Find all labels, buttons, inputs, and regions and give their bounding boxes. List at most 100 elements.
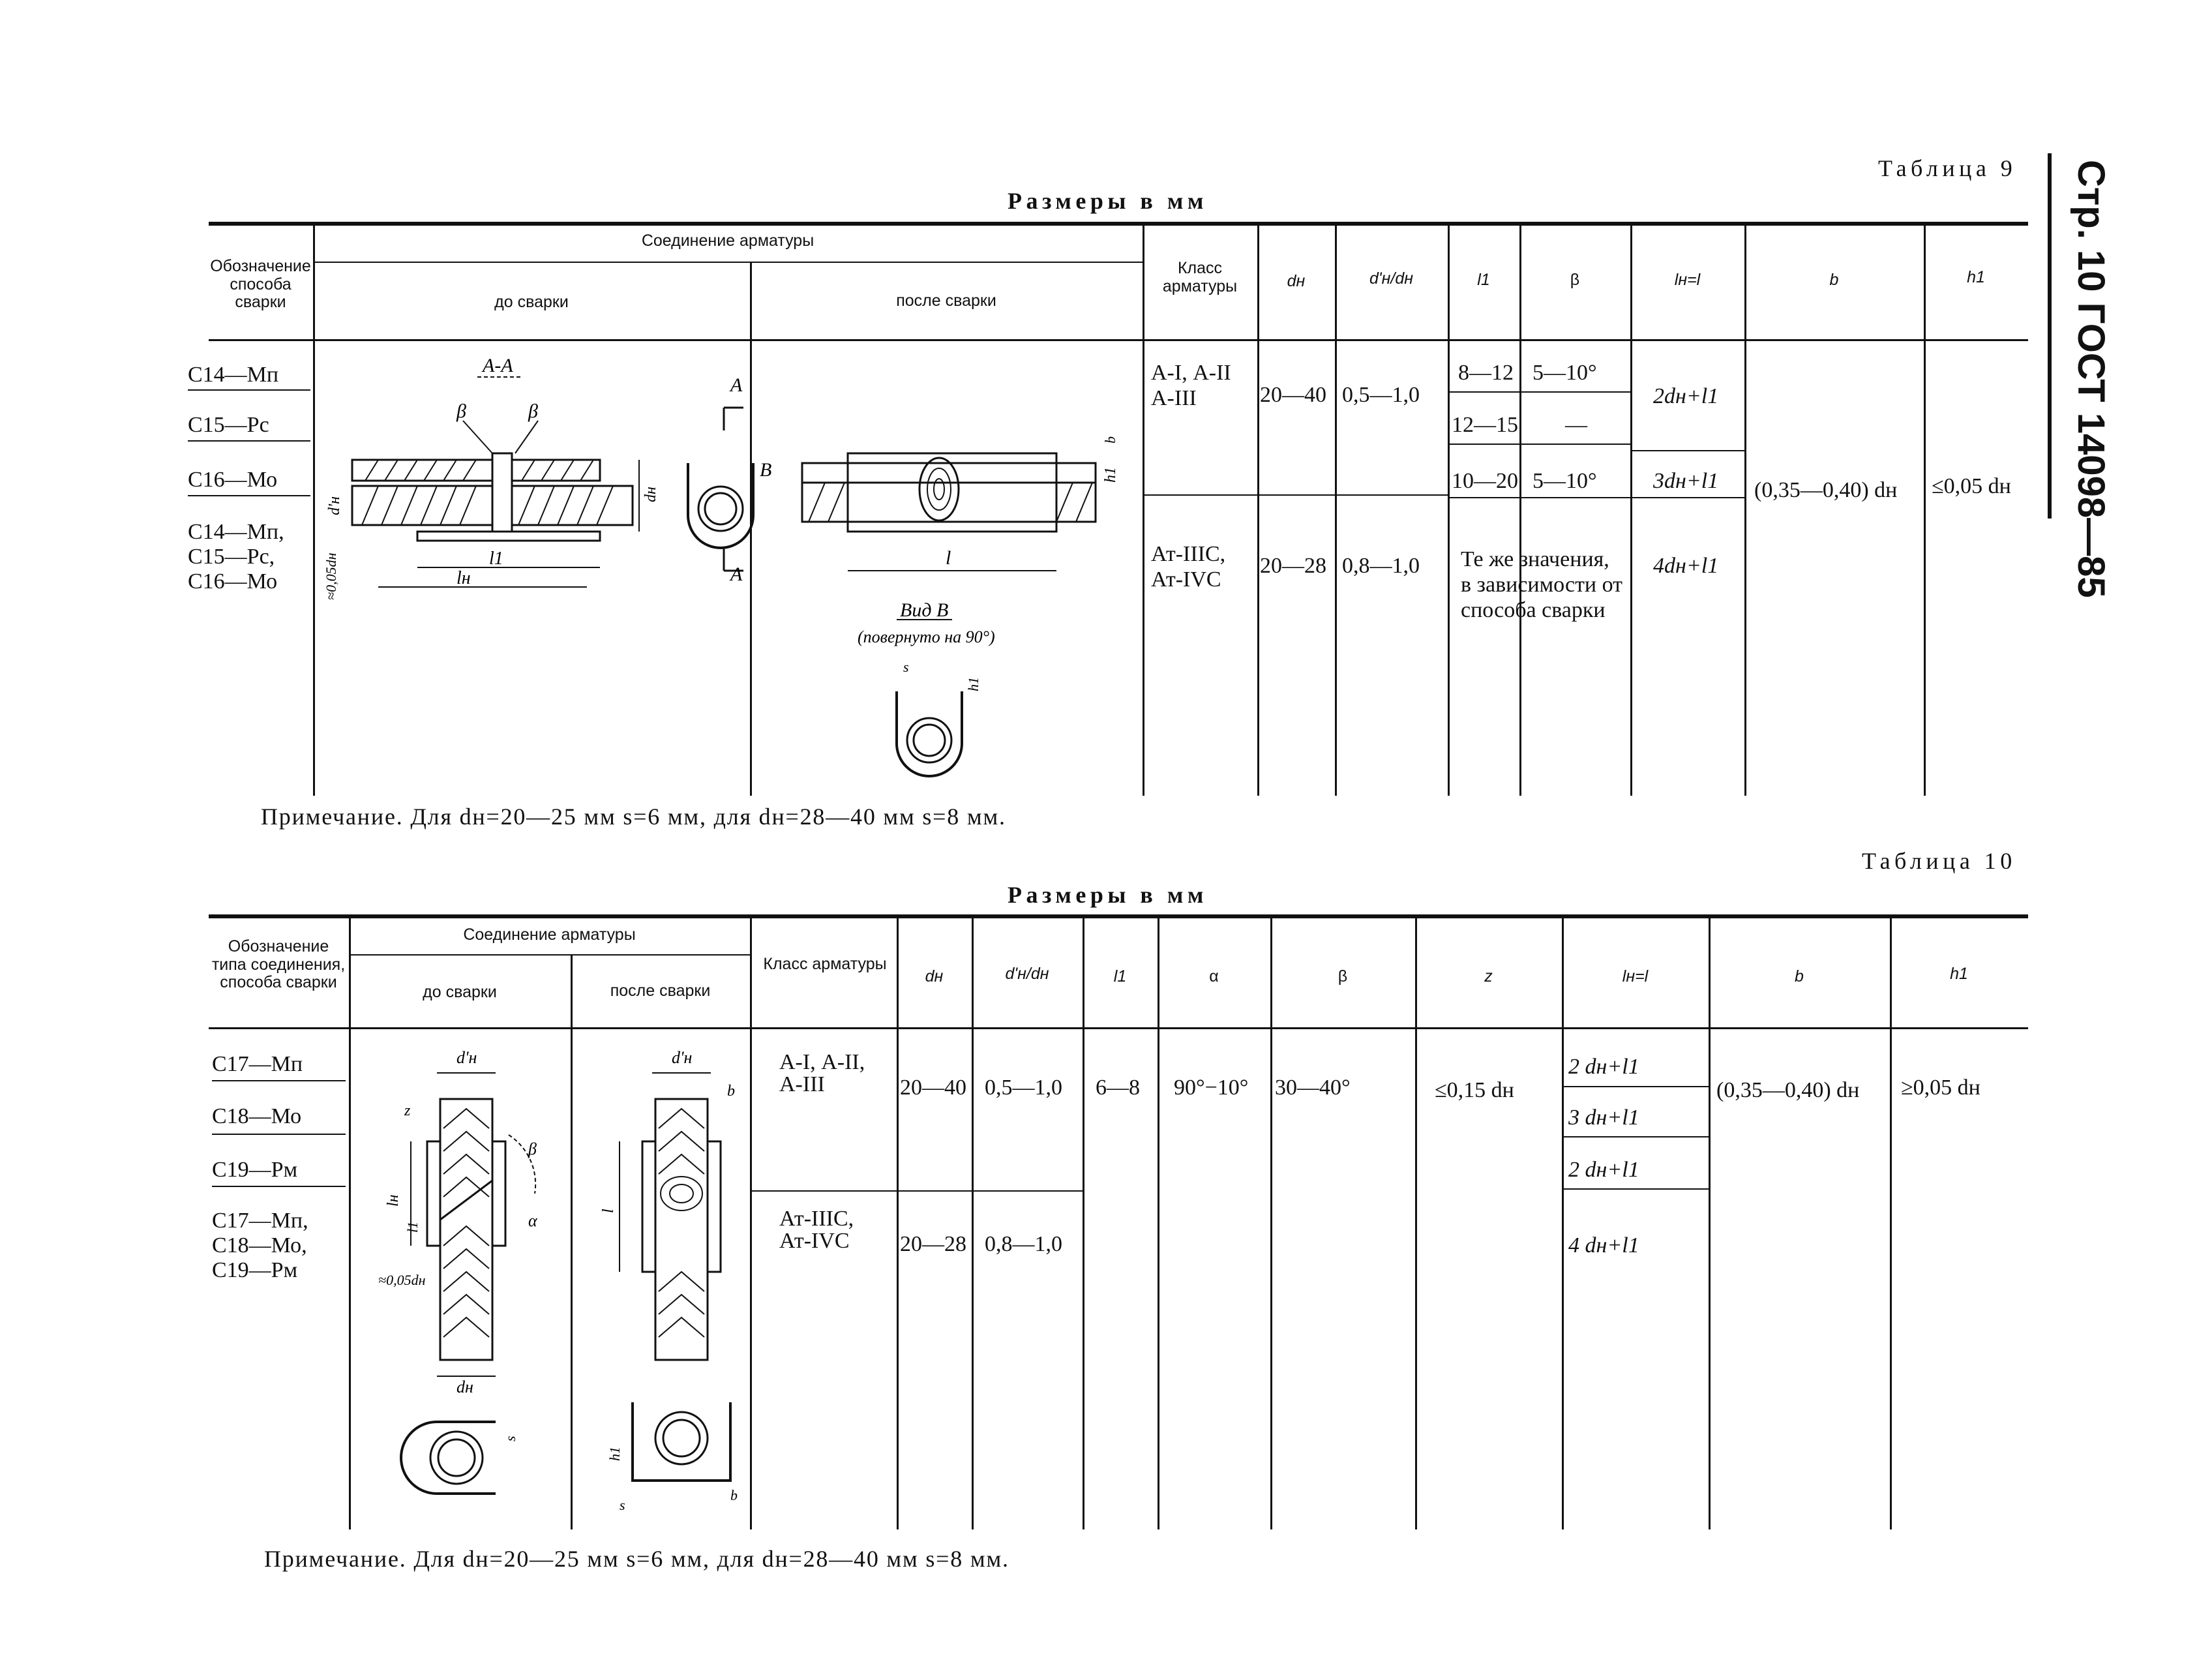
t9-ratio: 0,8—1,0 xyxy=(1342,554,1420,578)
svg-text:≈0,05dн: ≈0,05dн xyxy=(326,552,339,600)
t10-ratio: 0,5—1,0 xyxy=(985,1076,1062,1100)
t9-designation: С16—Мо xyxy=(188,569,278,594)
t10-b: (0,35—0,40) dн xyxy=(1716,1078,1860,1102)
t10-designation: С19—Рм xyxy=(212,1158,298,1182)
page-header-rule xyxy=(2048,153,2052,519)
t10-h-before: до сварки xyxy=(423,983,497,1001)
t10-h-after: после сварки xyxy=(610,982,711,1000)
table9-units: Размеры в мм xyxy=(1008,188,1208,214)
svg-text:h1: h1 xyxy=(1102,467,1119,483)
svg-text:d'н: d'н xyxy=(456,1048,477,1067)
t10-h-b: b xyxy=(1795,967,1804,986)
t10-ln: 4 dн+l1 xyxy=(1568,1233,1639,1257)
page-header: Стр. 10 ГОСТ 14098—85 xyxy=(2070,160,2112,598)
t9-l1: 10—20 xyxy=(1452,469,1518,493)
t9-h-before: до сварки xyxy=(494,293,569,311)
t9-dn: 20—28 xyxy=(1260,554,1326,578)
t10-h-l1: l1 xyxy=(1113,967,1127,986)
svg-text:l1: l1 xyxy=(404,1222,421,1233)
t9-designation: С15—Рс xyxy=(188,413,269,437)
t9-b: (0,35—0,40) dн xyxy=(1754,478,1898,502)
svg-text:lн: lн xyxy=(456,568,471,588)
t10-class: А-I, А-II, А-III xyxy=(779,1050,865,1096)
t9-h1: ≤0,05 dн xyxy=(1932,474,2011,498)
t9-h-h1: h1 xyxy=(1967,268,1985,286)
t10-h-beta: β xyxy=(1338,967,1348,986)
svg-text:b: b xyxy=(730,1487,738,1503)
t10-designation: С17—Мп, xyxy=(212,1209,308,1233)
t10-h-designation: Обозначение типа соединения, способа сва… xyxy=(211,937,346,991)
t10-ln: 2 dн+l1 xyxy=(1568,1055,1639,1079)
t9-beta: — xyxy=(1565,413,1587,437)
svg-text:z: z xyxy=(404,1102,411,1119)
svg-text:A: A xyxy=(729,564,743,585)
t9-ln: 2dн+l1 xyxy=(1653,384,1719,408)
t9-h-connection: Соединение арматуры xyxy=(641,232,815,250)
t9-class: Ат-IIIС, Ат-IVС xyxy=(1151,542,1226,592)
t9-ratio: 0,5—1,0 xyxy=(1342,383,1420,407)
table10-label: Таблица 10 xyxy=(1862,848,2016,874)
t10-h-dn: dн xyxy=(925,967,944,986)
t9-designation: С16—Мо xyxy=(188,468,278,492)
svg-text:s: s xyxy=(620,1497,625,1513)
svg-text:s: s xyxy=(502,1436,518,1441)
svg-text:B: B xyxy=(760,459,771,481)
svg-text:d'н: d'н xyxy=(672,1048,692,1067)
svg-text:α: α xyxy=(528,1211,538,1230)
t10-note: Примечание. Для dн=20—25 мм s=6 мм, для … xyxy=(264,1546,1009,1572)
t9-h-after: после сварки xyxy=(896,292,996,310)
t9-beta: 5—10° xyxy=(1532,361,1597,385)
t10-dn: 20—28 xyxy=(900,1232,966,1256)
t9-note: Примечание. Для dн=20—25 мм s=6 мм, для … xyxy=(261,804,1006,830)
t10-designation: С18—Мо, xyxy=(212,1233,307,1257)
t9-drawing-after: A s A B l h1 b Вид В (повернуто на 90°) … xyxy=(687,374,1119,777)
svg-text:β: β xyxy=(456,400,466,422)
t9-designation: С14—Мп xyxy=(188,363,279,387)
t10-z: ≤0,15 dн xyxy=(1435,1078,1514,1102)
t10-h-z: z xyxy=(1484,967,1493,986)
svg-text:h1: h1 xyxy=(965,677,981,691)
t10-h-ln: lн=l xyxy=(1622,967,1649,986)
t9-same-values-note: Те же значения, в зависимости от способа… xyxy=(1461,547,1623,623)
t10-class: Ат-IIIС, Ат-IVС xyxy=(779,1207,854,1253)
svg-text:≈0,05dн: ≈0,05dн xyxy=(378,1272,426,1288)
t9-h-ln: lн=l xyxy=(1674,271,1701,289)
svg-text:l: l xyxy=(946,547,951,569)
t9-l1: 8—12 xyxy=(1458,361,1514,385)
t9-ln: 3dн+l1 xyxy=(1653,469,1719,493)
view-label: Вид В xyxy=(900,599,948,621)
t9-h-b: b xyxy=(1829,271,1839,289)
svg-text:lн: lн xyxy=(385,1194,402,1207)
t9-dn: 20—40 xyxy=(1260,383,1326,407)
t10-designation: С19—Рм xyxy=(212,1258,298,1282)
t9-beta: 5—10° xyxy=(1532,469,1597,493)
svg-text:b: b xyxy=(1102,436,1118,444)
svg-text:h1: h1 xyxy=(606,1447,623,1461)
t9-designation: С15—Рс, xyxy=(188,545,275,569)
t10-h-class: Класс арматуры xyxy=(763,955,887,973)
t9-l1: 12—15 xyxy=(1452,413,1518,437)
t9-ln: 4dн+l1 xyxy=(1653,554,1719,578)
t10-h-h1: h1 xyxy=(1950,965,1968,983)
t9-designation: С14—Мп, xyxy=(188,520,284,544)
table10-units: Размеры в мм xyxy=(1008,882,1208,908)
view-note: (повернуто на 90°) xyxy=(858,627,995,646)
svg-text:s: s xyxy=(903,659,909,675)
t10-beta: 30—40° xyxy=(1275,1076,1351,1100)
t10-ln: 2 dн+l1 xyxy=(1568,1158,1639,1182)
t10-drawing-after: d'н b l h1 s b xyxy=(600,1048,738,1513)
table9-label: Таблица 9 xyxy=(1878,155,2017,181)
t10-designation: С18—Мо xyxy=(212,1104,302,1128)
svg-text:dн: dн xyxy=(642,487,659,502)
t10-ratio: 0,8—1,0 xyxy=(985,1232,1062,1256)
t9-h-dn: dн xyxy=(1287,272,1306,290)
svg-text:dн: dн xyxy=(456,1377,473,1396)
t10-l1: 6—8 xyxy=(1096,1076,1140,1100)
t9-h-l1: l1 xyxy=(1477,271,1490,289)
t10-drawing-before: d'н z β α lн l1 ≈0,05dн dн s xyxy=(378,1048,538,1495)
section-label: А-А xyxy=(481,355,513,376)
t9-class: А-I, А-II А-III xyxy=(1151,361,1231,411)
t10-ln: 3 dн+l1 xyxy=(1568,1106,1639,1130)
t10-h-connection: Соединение арматуры xyxy=(463,926,636,944)
svg-text:l: l xyxy=(600,1209,617,1213)
